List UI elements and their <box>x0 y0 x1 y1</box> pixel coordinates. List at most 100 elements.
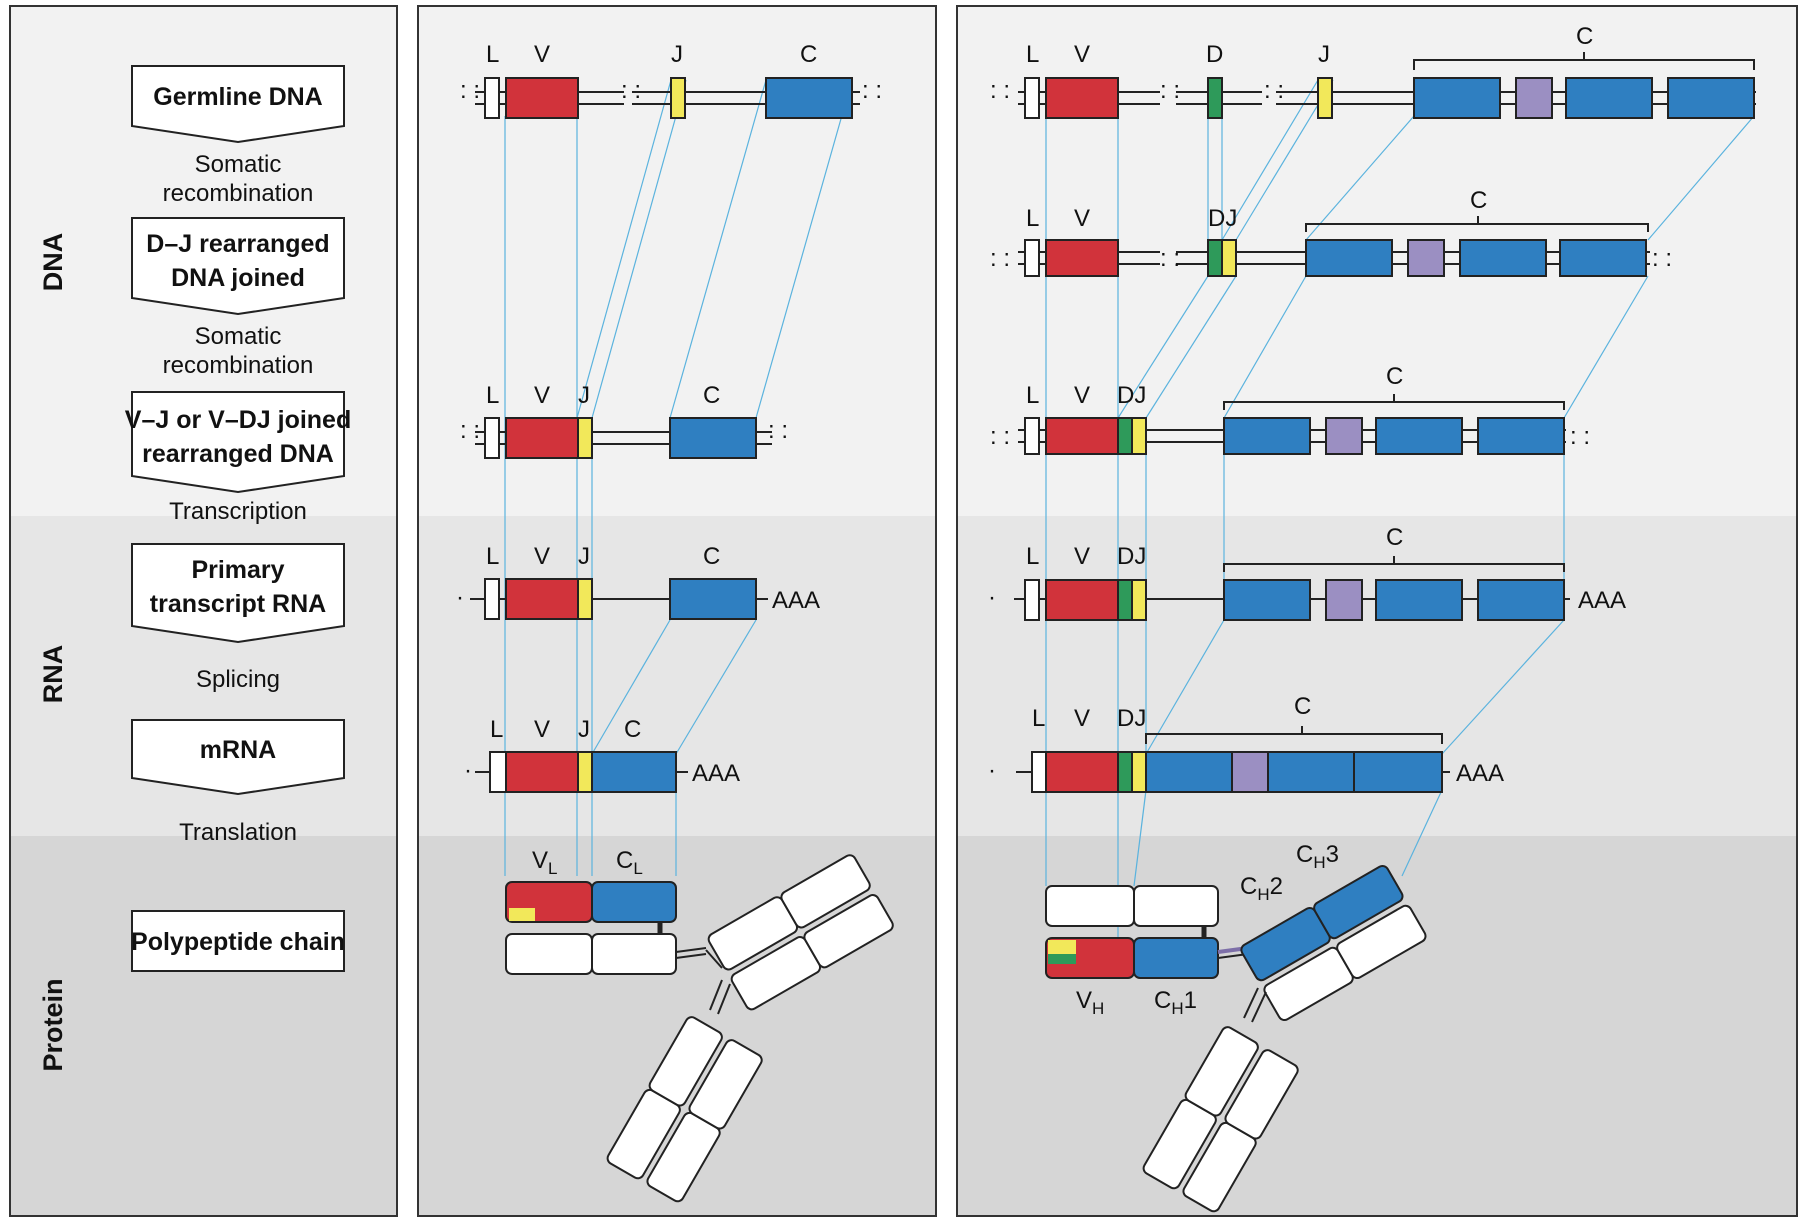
light-vj-row <box>475 417 772 459</box>
heavy-vdj-row <box>1018 417 1566 455</box>
step-somatic1-line1: Somatic <box>195 151 282 178</box>
label-J: J <box>1318 41 1330 68</box>
label-L: L <box>1026 205 1039 232</box>
break-mark: : : <box>1570 423 1590 450</box>
break-mark: : : <box>862 77 882 104</box>
heavy-chain-antibody <box>1045 864 1427 1213</box>
stage-germline: Germline DNA <box>153 83 322 111</box>
c-bracket <box>1223 556 1565 572</box>
dot-mark: · <box>988 757 996 784</box>
break-mark: : : <box>460 417 480 444</box>
category-rna: RNA <box>38 645 68 704</box>
stage-vj-line1: V–J or V–DJ joined <box>125 406 351 434</box>
stage-polypeptide: Polypeptide chain <box>131 928 345 956</box>
label-C: C <box>624 716 641 743</box>
stage-mrna: mRNA <box>200 736 276 764</box>
label-J: J <box>671 41 683 68</box>
light-c-label: CL <box>616 847 643 878</box>
label-V: V <box>534 543 550 570</box>
light-v-label: VL <box>532 847 557 878</box>
label-J: J <box>578 543 590 570</box>
stage-box-dj <box>131 217 345 316</box>
step-translation: Translation <box>179 819 297 846</box>
label-C: C <box>1386 524 1403 551</box>
break-mark: : : <box>1160 245 1180 272</box>
label-L: L <box>1026 543 1039 570</box>
heavy-c2-label: CH2 <box>1240 873 1283 904</box>
stage-box-mrna <box>131 719 345 796</box>
label-C: C <box>703 382 720 409</box>
stage-primary-line2: transcript RNA <box>150 590 326 618</box>
break-mark: : : <box>1160 77 1180 104</box>
break-mark: : : <box>990 423 1010 450</box>
label-DJ: DJ <box>1117 543 1146 570</box>
label-polyA: AAA <box>692 760 740 787</box>
stage-dj-line2: DNA joined <box>171 264 305 292</box>
label-L: L <box>490 716 503 743</box>
heavy-c1-domain <box>1133 937 1219 979</box>
break-mark: : : <box>1264 77 1284 104</box>
label-L: L <box>486 382 499 409</box>
heavy-chain-panel <box>956 5 1798 1217</box>
heavy-dj-row <box>1018 239 1650 277</box>
label-V: V <box>1074 382 1090 409</box>
label-C: C <box>1470 187 1487 214</box>
label-J: J <box>578 716 590 743</box>
label-D: D <box>1206 41 1223 68</box>
label-L: L <box>486 41 499 68</box>
light-germline-row <box>475 77 860 119</box>
light-chain-panel <box>417 5 937 1217</box>
stage-boxes <box>131 65 345 972</box>
break-mark: : : <box>460 77 480 104</box>
label-L: L <box>486 543 499 570</box>
label-C: C <box>703 543 720 570</box>
stage-box-germline <box>131 65 345 144</box>
label-J: J <box>578 382 590 409</box>
heavy-c3-label: CH3 <box>1296 841 1339 872</box>
break-mark: : : <box>621 77 641 104</box>
label-L: L <box>1026 41 1039 68</box>
label-C: C <box>1294 693 1311 720</box>
heavy-c1-label: CH1 <box>1154 987 1197 1018</box>
c-bracket <box>1223 394 1565 410</box>
heavy-c3-domain <box>1313 864 1404 940</box>
step-somatic2-line1: Somatic <box>195 323 282 350</box>
label-C: C <box>1576 23 1593 50</box>
heavy-v-label: VH <box>1076 987 1104 1018</box>
heavy-germline-row <box>1018 77 1756 119</box>
break-mark: : : <box>990 77 1010 104</box>
light-c-domain <box>591 881 677 923</box>
stage-dj-line1: D–J rearranged <box>146 230 329 258</box>
label-polyA: AAA <box>1456 760 1504 787</box>
c-bracket <box>1145 726 1443 744</box>
label-polyA: AAA <box>772 587 820 614</box>
label-V: V <box>534 716 550 743</box>
stage-box-polypeptide <box>131 910 345 972</box>
label-L: L <box>1026 382 1039 409</box>
step-somatic2-line2: recombination <box>163 352 314 379</box>
break-mark: : : <box>990 245 1010 272</box>
c-bracket <box>1305 216 1649 232</box>
break-mark: : : <box>768 417 788 444</box>
c-bracket <box>1413 52 1755 70</box>
label-V: V <box>1074 41 1090 68</box>
light-chain-connectors <box>504 79 853 876</box>
label-DJ: DJ <box>1208 205 1237 232</box>
heavy-mrna-row <box>1016 751 1450 793</box>
stage-box-primary <box>131 543 345 644</box>
heavy-primary-row <box>1014 579 1570 621</box>
dot-mark: · <box>988 584 996 611</box>
label-DJ: DJ <box>1117 382 1146 409</box>
dot-mark: · <box>464 757 472 784</box>
stage-box-vj <box>131 391 345 494</box>
label-C: C <box>800 41 817 68</box>
light-primary-row <box>470 578 768 620</box>
label-DJ: DJ <box>1117 705 1146 732</box>
light-mrna-row <box>475 751 688 793</box>
stage-primary-line1: Primary <box>191 556 284 584</box>
stage-vj-line2: rearranged DNA <box>142 440 334 468</box>
category-dna: DNA <box>38 233 68 292</box>
label-V: V <box>1074 543 1090 570</box>
label-V: V <box>534 41 550 68</box>
